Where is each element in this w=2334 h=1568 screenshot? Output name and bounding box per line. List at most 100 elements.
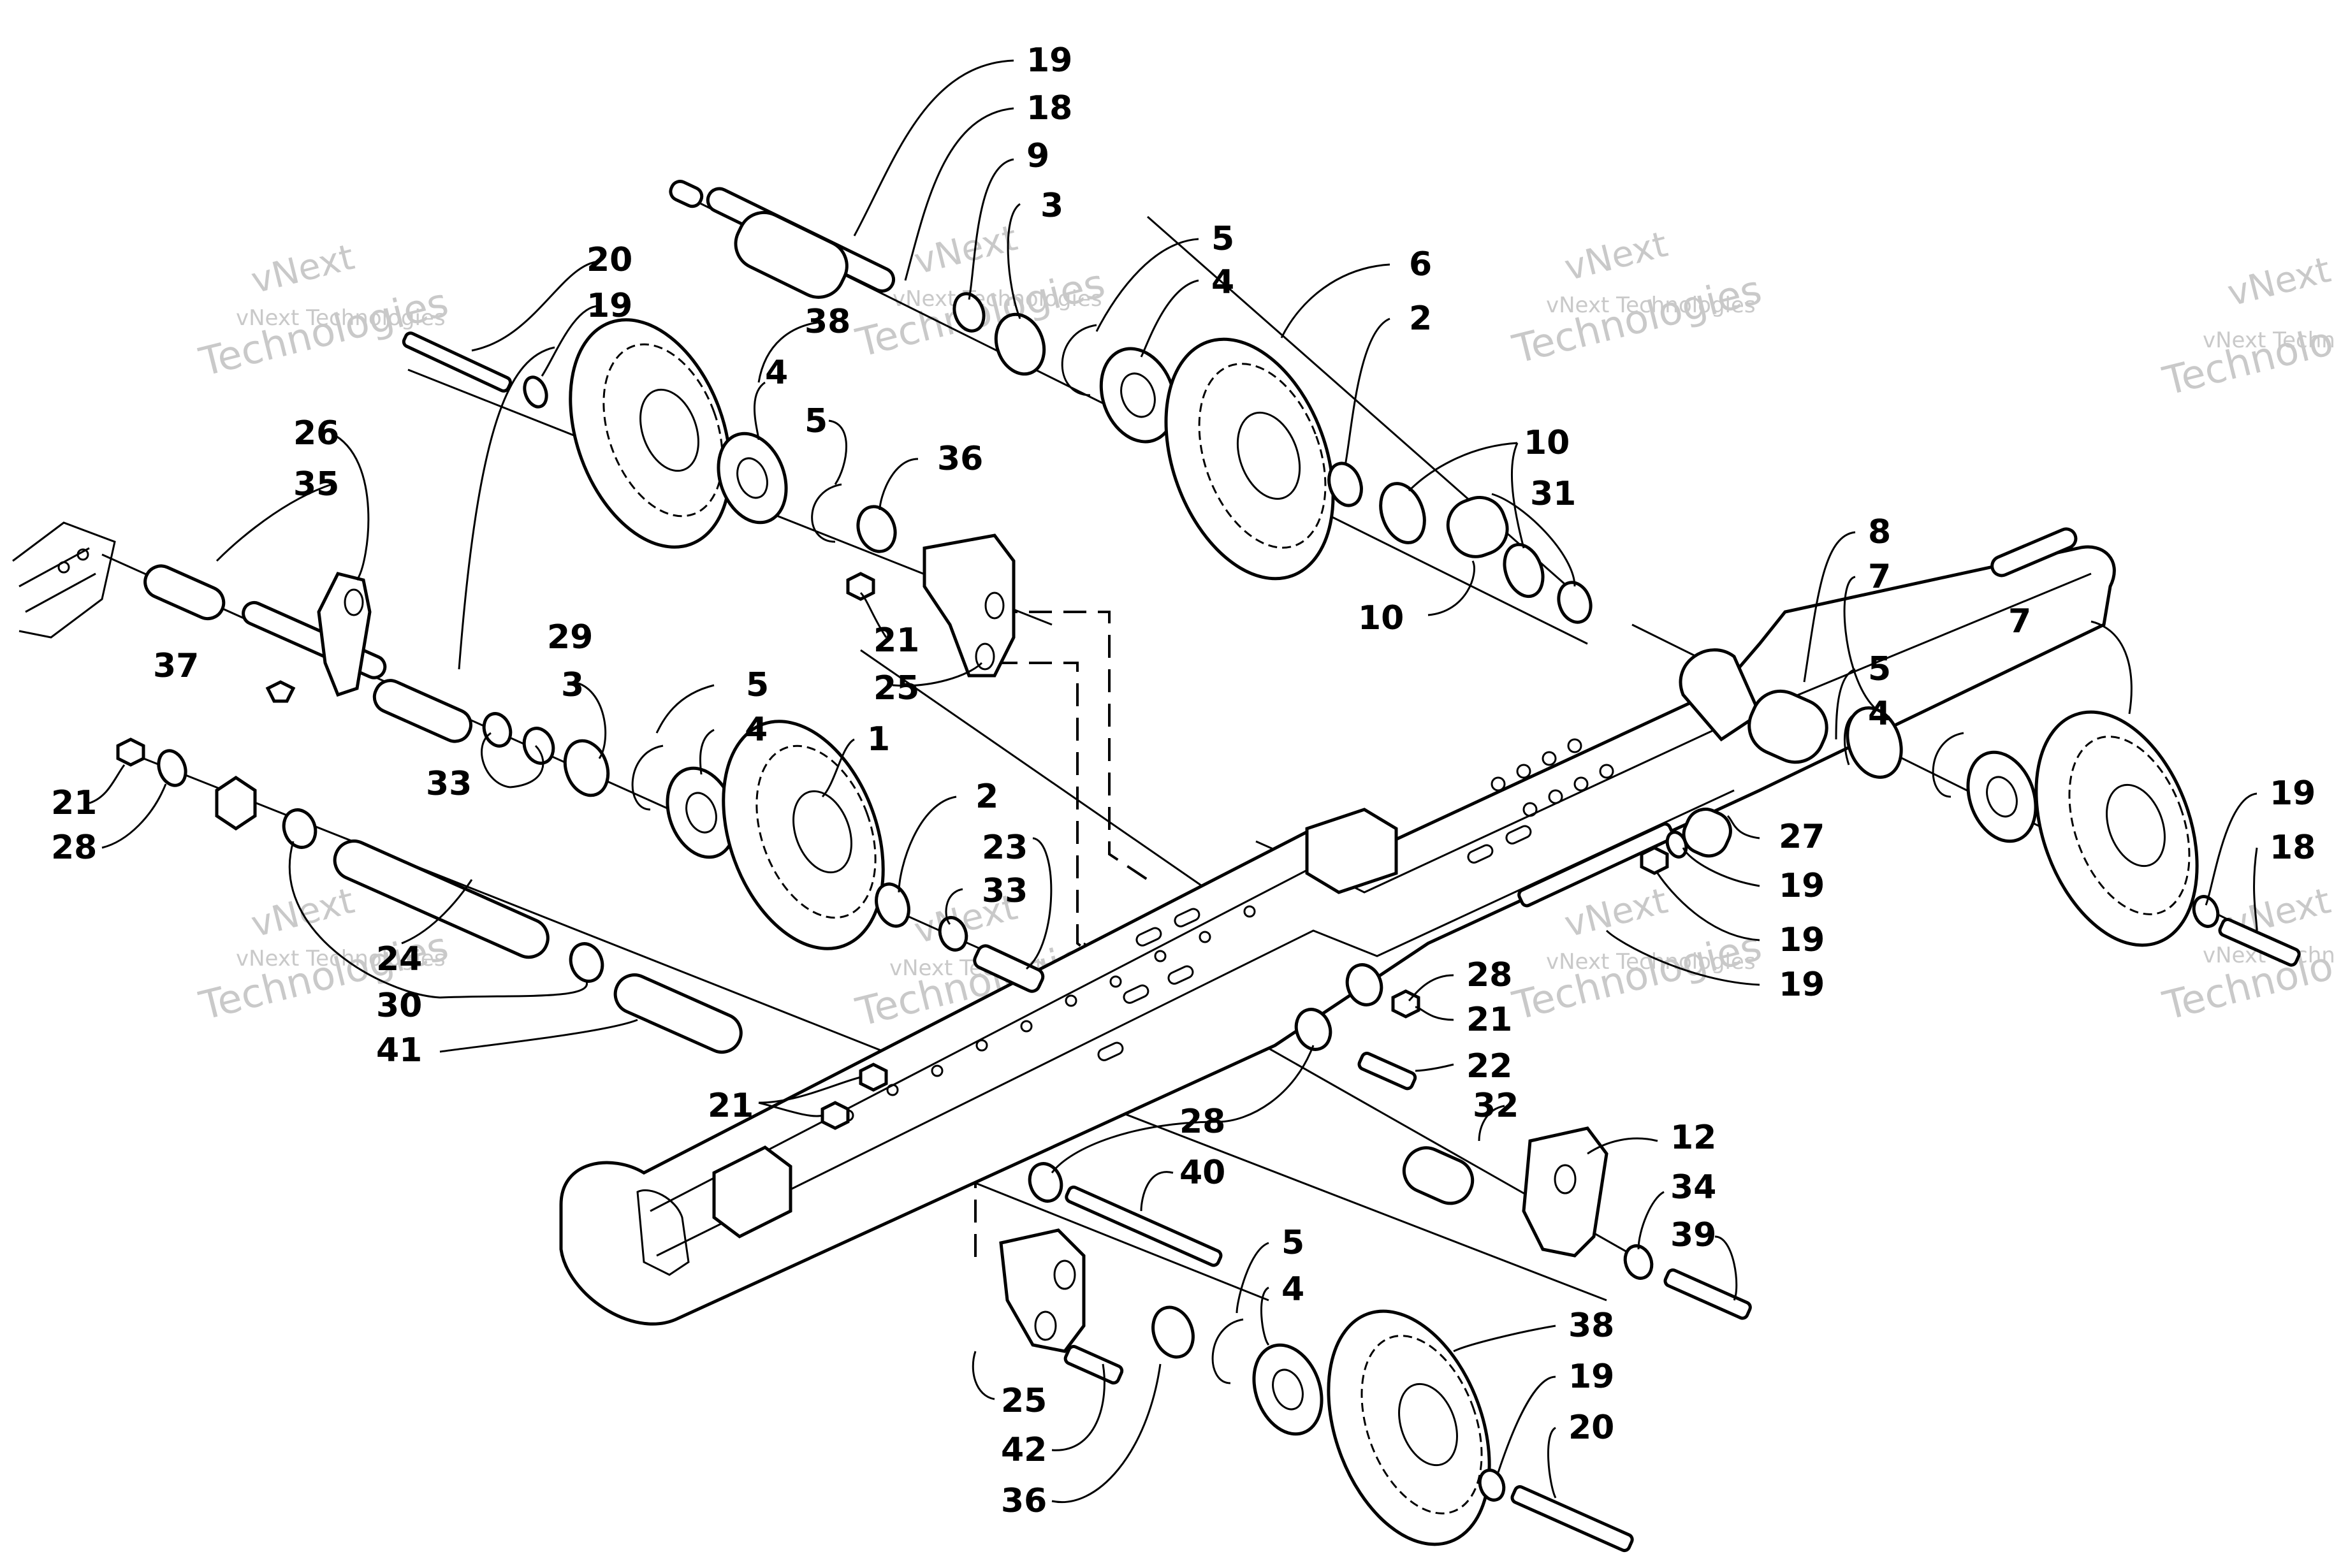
watermark-upper-mid: vNext vNext Technologies Technologies [851,217,1109,367]
watermark-lower-right: vNext vNext Technologies Technologies [1508,880,1766,1029]
nut-21-upper [846,572,875,601]
callout-19-c: 19 [1568,1358,1614,1396]
svg-text:vNext: vNext [1561,224,1672,289]
callout-19-a: 19 [587,287,632,325]
rail-holes [842,738,1614,1122]
bearing-4-right [1966,750,2038,843]
svg-text:vNext Technologies: vNext Technologies [2203,328,2334,353]
callout-38-b: 38 [1568,1307,1614,1345]
idler-wheel-6 [1164,337,1335,581]
lower-shaft-group [116,737,888,1130]
washer-10-right [1379,482,1426,544]
callout-36-b: 36 [1001,1482,1047,1520]
svg-text:vNext Technologies: vNext Technologies [1546,293,1756,318]
callout-40: 40 [1179,1154,1225,1192]
washer-10-upper [952,292,986,333]
snap-ring-5-left [811,483,842,543]
callout-37: 37 [153,647,199,685]
callout-10-a: 9 [1026,137,1049,175]
upper-bracket-group [846,534,1016,678]
callout-4-d: 4 [1868,695,1891,733]
callout-4-a: 4 [1211,263,1234,301]
bolt-20-lower [1510,1485,1634,1553]
callout-21-d: 21 [1466,1001,1512,1039]
spacer-36-upper [856,505,897,553]
callout-13: 18 [1026,89,1072,127]
bushing-8 [1846,706,1903,779]
nut-21-lower-b [821,1101,850,1130]
callout-numbers: 19 18 9 3 5 4 6 2 10 31 10 20 19 38 4 5 … [51,41,2316,1520]
callout-5-e: 5 [1281,1224,1304,1262]
callout-20-a: 20 [587,241,632,279]
bearing-4-left [717,432,788,525]
mount-bracket-25-upper [923,534,1016,678]
bolt-40 [1065,1186,1223,1267]
frame-fragment [12,521,116,639]
svg-text:vNext: vNext [2224,249,2334,315]
snap-ring-5-lower [1211,1318,1244,1384]
spacer-36-lower [1151,1305,1195,1359]
callout-33-b: 33 [982,872,1028,910]
svg-text:vNext: vNext [247,236,358,302]
callout-42: 42 [1001,1431,1047,1469]
slide-rail [559,545,2116,1326]
callout-14: 19 [1026,41,1072,80]
washer-33-a [482,712,513,748]
arm-26 [317,572,372,697]
callout-23: 23 [982,829,1028,867]
watermark-far-right-top: vNext vNext Technologies Technologies [2158,249,2334,405]
end-cap [215,775,257,831]
idler-wheel-38-lower [1327,1309,1491,1546]
idler-wheel-7 [2034,710,2199,947]
callout-9: 8 [1868,513,1891,551]
callout-21-a: 21 [873,621,919,660]
mount-bracket-12 [1522,1126,1608,1258]
spacer-23 [973,944,1045,993]
callout-5-d: 5 [1868,650,1891,688]
callout-25-a: 25 [873,669,919,708]
nut-15 [1640,846,1669,875]
bearing-4-lower [1252,1343,1324,1436]
callout-32: 32 [1473,1087,1519,1125]
bolt-42 [1063,1345,1124,1385]
spacer-tube-14 [734,210,849,299]
callout-20-b: 20 [1568,1409,1614,1447]
svg-text:Technologies: Technologies [194,279,453,385]
washer-2-upper [1327,461,1363,507]
callout-1: 1 [867,720,890,759]
svg-text:vNext Technologies: vNext Technologies [893,286,1102,312]
shaft-24 [333,839,550,959]
callout-2-b: 2 [975,778,998,816]
svg-text:vNext: vNext [910,217,1021,283]
washer-19-upper [523,375,548,409]
washer-19-right [2192,895,2220,928]
watermark-upper-left: vNext vNext Technologies Technologies [194,236,453,386]
left-frame-fragment [12,521,116,639]
callout-35: 35 [293,465,339,504]
callout-12: 12 [1670,1119,1716,1157]
callout-30: 30 [376,987,422,1025]
slide-rail-frame [559,527,2116,1326]
idler-wheel-1 [722,720,885,950]
bolt-39 [1663,1268,1752,1320]
sleeve-41 [613,973,743,1054]
bolt-18 [2218,918,2301,967]
callout-41: 41 [376,1031,422,1070]
rail-edge-line [650,572,2092,1212]
washer-2-mid [875,882,910,928]
callout-8: 7 [1868,558,1891,596]
nut-21-left [116,737,145,767]
grease-fitting-37 [265,680,296,703]
callout-5-c: 5 [746,666,769,704]
rail-front-curve [636,1189,690,1276]
callout-21-c: 21 [708,1087,754,1125]
lower-wheel-group [999,1228,1634,1553]
bolt-22 [1357,1052,1417,1091]
spacer-11 [1446,495,1509,558]
callout-24: 24 [376,940,422,978]
washer-34 [1623,1244,1654,1280]
washer-33-b [522,727,555,765]
callout-5-b: 5 [805,402,828,440]
callout-31: 31 [1530,475,1576,513]
middle-wheel-group [631,720,1045,993]
